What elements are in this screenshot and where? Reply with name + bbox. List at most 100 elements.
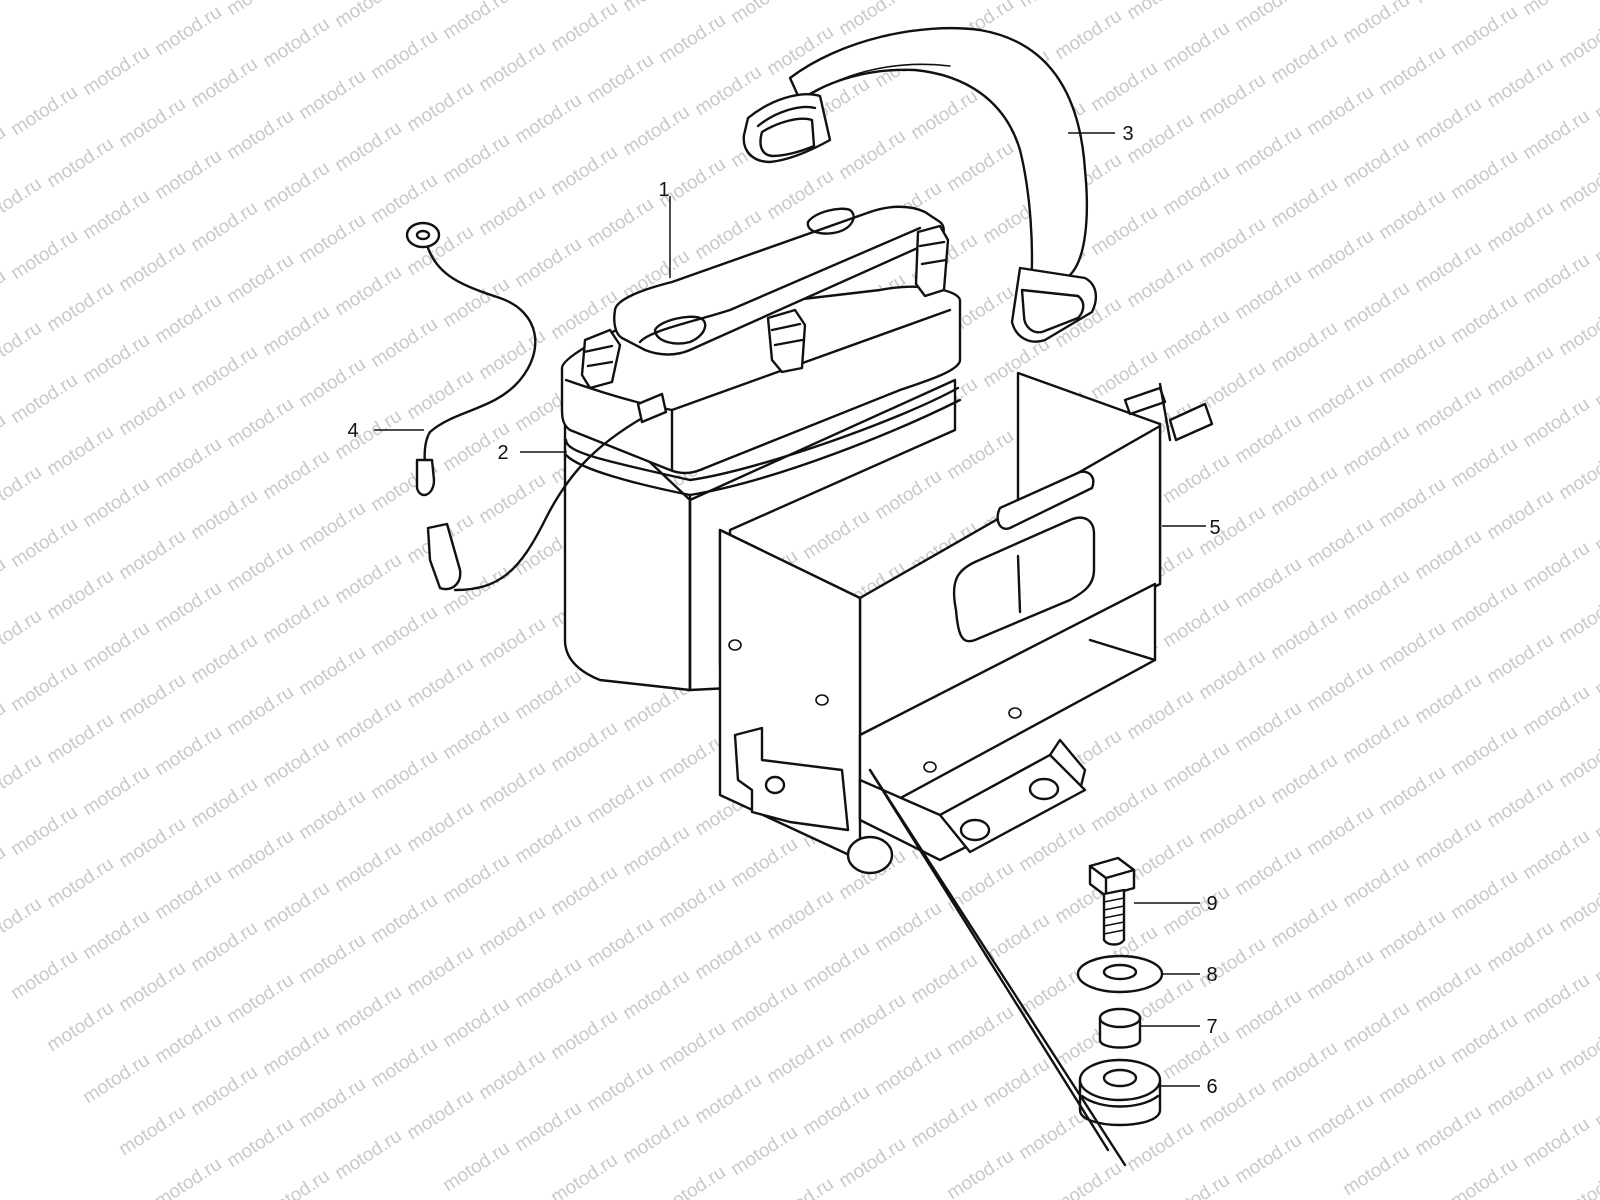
battery-cable (405, 221, 668, 592)
watermark-text: motod.ru (1303, 82, 1377, 140)
watermark-text: motod.ru (259, 158, 333, 216)
watermark-text: motod.ru (0, 606, 46, 664)
watermark-text: motod.ru (43, 854, 117, 912)
watermark-text: motod.ru (151, 1010, 225, 1068)
watermark-text: motod.ru (1555, 14, 1600, 72)
watermark-text: motod.ru (979, 910, 1053, 968)
watermark-text: motod.ru (331, 550, 405, 608)
watermark-text: motod.ru (79, 330, 153, 388)
watermark-text: motod.ru (1411, 94, 1485, 152)
watermark-text: motod.ru (943, 426, 1017, 484)
watermark-text: motod.ru (295, 930, 369, 988)
watermark-text: motod.ru (655, 1162, 729, 1200)
watermark-text: motod.ru (619, 0, 693, 16)
watermark-text: motod.ru (223, 0, 297, 20)
watermark-text: motod.ru (1159, 882, 1233, 940)
watermark-text: motod.ru (1123, 254, 1197, 312)
watermark-text: motod.ru (1591, 66, 1600, 124)
watermark-text: motod.ru (1087, 778, 1161, 836)
watermark-text: motod.ru (1375, 42, 1449, 100)
watermark-text: motod.ru (403, 654, 477, 712)
watermark-text: motod.ru (763, 1174, 837, 1200)
watermark-text: motod.ru (1303, 658, 1377, 716)
watermark-text: motod.ru (799, 1082, 873, 1140)
watermark-text: motod.ru (1051, 6, 1125, 64)
watermark-text: motod.ru (1447, 2, 1521, 60)
watermark-text: motod.ru (1519, 682, 1593, 740)
watermark-text: motod.ru (1483, 630, 1557, 688)
watermark-text: motod.ru (1555, 590, 1600, 648)
watermark-text: motod.ru (1339, 998, 1413, 1056)
watermark-text: motod.ru (43, 134, 117, 192)
watermark-text: motod.ru (1555, 1022, 1600, 1080)
watermark-text: motod.ru (1483, 198, 1557, 256)
watermark-text: motod.ru (511, 90, 585, 148)
callout-8: 8 (1206, 964, 1217, 986)
watermark-text: motod.ru (187, 54, 261, 112)
watermark-text: motod.ru (1303, 514, 1377, 572)
watermark-text: motod.ru (1339, 278, 1413, 336)
watermark-text: motod.ru (1303, 802, 1377, 860)
watermark-text: motod.ru (1123, 110, 1197, 168)
watermark-text: motod.ru (1375, 618, 1449, 676)
watermark-text: motod.ru (0, 750, 46, 808)
watermark-text: motod.ru (0, 410, 10, 468)
battery (560, 205, 962, 692)
watermark-text: motod.ru (979, 1054, 1053, 1112)
watermark-text: motod.ru (511, 1098, 585, 1156)
watermark-text: motod.ru (1519, 826, 1593, 884)
watermark-text: motod.ru (1231, 698, 1305, 756)
watermark-text: motod.ru (187, 486, 261, 544)
watermark-text: motod.ru (403, 942, 477, 1000)
watermark-text: motod.ru (1555, 878, 1600, 936)
watermark-text: motod.ru (475, 758, 549, 816)
watermark-text: motod.ru (187, 630, 261, 688)
watermark-text: motod.ru (79, 762, 153, 820)
watermark-text: motod.ru (1339, 0, 1413, 48)
watermark-text: motod.ru (115, 1102, 189, 1160)
watermark-text: motod.ru (1411, 382, 1485, 440)
hardware-stack (1076, 856, 1164, 1127)
watermark-text: motod.ru (1267, 1038, 1341, 1096)
watermark-text: motod.ru (295, 786, 369, 844)
watermark-text: motod.ru (619, 966, 693, 1024)
watermark-text: motod.ru (1267, 174, 1341, 232)
watermark-text: motod.ru (1195, 790, 1269, 848)
watermark-text: motod.ru (151, 146, 225, 204)
watermark-text: motod.ru (151, 434, 225, 492)
watermark-text: motod.ru (0, 266, 10, 324)
watermark-text: motod.ru (1591, 930, 1600, 988)
watermark-text: motod.ru (1195, 646, 1269, 704)
watermark-text: motod.ru (475, 614, 549, 672)
watermark-text: motod.ru (583, 194, 657, 252)
leader-lines (374, 132, 1206, 1087)
watermark-text: motod.ru (1447, 1154, 1521, 1200)
watermark-text: motod.ru (727, 1122, 801, 1180)
watermark-text: motod.ru (331, 982, 405, 1040)
watermark-text: motod.ru (79, 186, 153, 244)
watermark-text: motod.ru (403, 366, 477, 424)
watermark-text: motod.ru (1159, 306, 1233, 364)
watermark-text: motod.ru (1015, 0, 1089, 12)
watermark-text: motod.ru (43, 278, 117, 336)
watermark-text: motod.ru (943, 138, 1017, 196)
watermark-text: motod.ru (1231, 842, 1305, 900)
watermark-text: motod.ru (511, 810, 585, 868)
watermark-text: motod.ru (943, 858, 1017, 916)
watermark-text: motod.ru (7, 82, 81, 140)
watermark-text: motod.ru (439, 274, 513, 332)
watermark-text: motod.ru (115, 958, 189, 1016)
watermark-text: motod.ru (1519, 106, 1593, 164)
watermark-text: motod.ru (151, 578, 225, 636)
watermark-text: motod.ru (511, 666, 585, 724)
watermark-text: motod.ru (1303, 1090, 1377, 1148)
watermark-text: motod.ru (259, 1166, 333, 1200)
watermark-text: motod.ru (151, 290, 225, 348)
watermark-text: motod.ru (7, 802, 81, 860)
watermark-text: motod.ru (511, 0, 585, 4)
watermark-text: motod.ru (331, 0, 405, 32)
watermark-text: motod.ru (367, 170, 441, 228)
watermark-text: motod.ru (1519, 538, 1593, 596)
watermark-text: motod.ru (1483, 774, 1557, 832)
watermark-text: motod.ru (1555, 446, 1600, 504)
